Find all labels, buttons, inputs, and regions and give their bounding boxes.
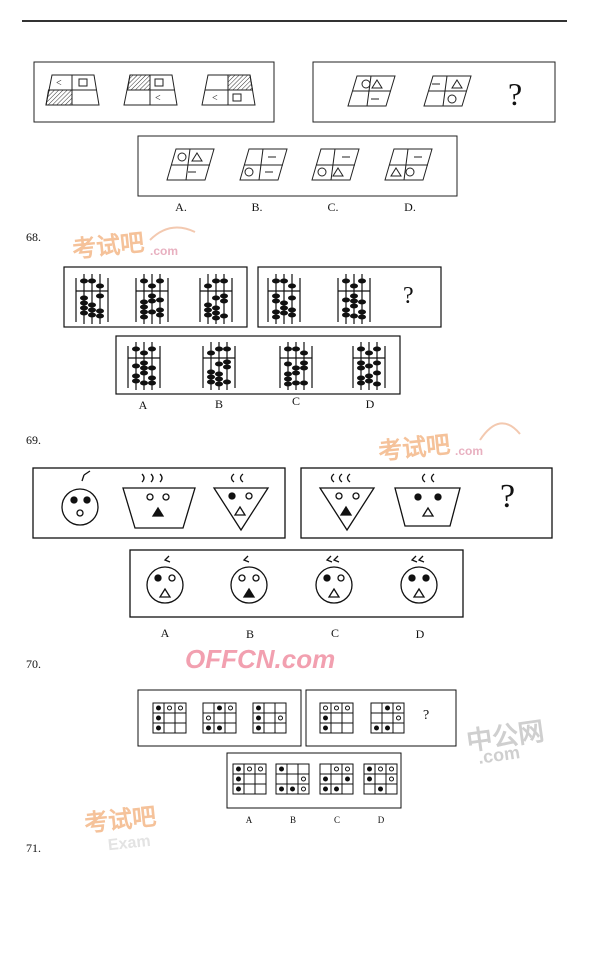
q67-parallelogram-1: [347, 75, 396, 107]
watermark-kaoshiba-sub-2: .com: [455, 444, 484, 458]
q68-abacus-2: [135, 274, 169, 324]
q70-grid-4: [319, 702, 354, 734]
q68-sequence-box-2: [257, 266, 442, 328]
q70-grid-2: [202, 702, 237, 734]
q68-abacus-3: [199, 274, 233, 324]
q69-option-d-face: [400, 555, 438, 604]
q70-grid-1: [152, 702, 187, 734]
q67-option-a-label[interactable]: A.: [175, 200, 187, 214]
q70-sequence-box-1: [137, 689, 302, 747]
q67-sequence-box-1: < < <: [33, 61, 275, 123]
q67-option-d-figure: [384, 148, 433, 181]
q70-grid-3: [252, 702, 287, 734]
q68-option-d-label[interactable]: D: [365, 397, 375, 411]
q69-option-c-label[interactable]: C: [330, 626, 339, 640]
q67-trapezoid-2: <: [123, 74, 178, 106]
top-rule: [22, 20, 567, 22]
q69-option-d-label[interactable]: D: [415, 627, 425, 641]
q68-abacus-4: [267, 274, 301, 324]
q69-option-a-face: [146, 555, 184, 604]
question-number-71: 71.: [26, 841, 41, 855]
q69-face-triangle-2: [318, 473, 376, 532]
q68-options-box: [115, 335, 401, 395]
q67-sequence-box-2: [312, 61, 556, 123]
q67-options-box: [137, 135, 458, 197]
q67-option-b-figure: [239, 148, 288, 181]
watermark-kaoshiba-sub-1: .com: [150, 244, 179, 258]
q69-face-bowl-2: [394, 473, 461, 527]
q68-option-c-abacus: [279, 342, 313, 390]
q69-option-a-label[interactable]: A: [160, 626, 170, 640]
q68-option-d-abacus: [352, 342, 386, 390]
watermark-offcn: OFFCN.com: [185, 644, 336, 674]
q69-sequence-box-1: [32, 467, 286, 539]
q69-options-box: [129, 549, 464, 618]
q69-question-mark: ?: [500, 478, 516, 515]
q68-option-b-abacus: [202, 342, 236, 390]
q68-question-mark: ?: [403, 283, 414, 309]
q70-option-b-grid: [275, 763, 310, 795]
q69-option-c-face: [315, 555, 353, 604]
q69-option-b-label[interactable]: B: [245, 627, 254, 641]
q67-option-c-figure: [311, 148, 360, 181]
q68-sequence-box-1: [63, 266, 248, 328]
q70-option-a-label[interactable]: A: [245, 815, 253, 825]
svg-text:<: <: [56, 78, 62, 89]
q70-option-d-grid: [363, 763, 398, 795]
q68-option-c-label[interactable]: C: [291, 394, 300, 408]
q70-option-c-label[interactable]: C: [333, 815, 340, 825]
q68-abacus-1: [75, 274, 109, 324]
question-number-70: 70.: [26, 657, 41, 671]
q67-option-b-label[interactable]: B.: [251, 200, 263, 214]
svg-text:<: <: [212, 93, 218, 104]
q70-option-c-grid: [319, 763, 354, 795]
q67-option-a-figure: [166, 148, 215, 181]
q70-option-a-grid: [232, 763, 267, 795]
watermark-kaoshiba-2: 考试吧: [377, 431, 452, 466]
q70-option-d-label[interactable]: D: [377, 815, 385, 825]
q69-sequence-box-2: [300, 467, 553, 539]
q70-option-b-label[interactable]: B: [289, 815, 296, 825]
q68-abacus-5: [337, 274, 371, 324]
question-number-68: 68.: [26, 230, 41, 244]
q68-option-a-label[interactable]: A: [138, 398, 148, 412]
question-number-69: 69.: [26, 433, 41, 447]
q70-sequence-box-2: [305, 689, 457, 747]
watermark-swoosh-1: [149, 226, 521, 441]
q67-question-mark: ?: [508, 76, 523, 112]
q68-option-a-abacus: [127, 342, 161, 390]
q69-face-triangle: [212, 473, 270, 532]
q67-trapezoid-1: <: [45, 74, 100, 106]
svg-text:<: <: [155, 93, 161, 104]
q69-option-b-face: [230, 555, 268, 604]
q67-option-c-label[interactable]: C.: [327, 200, 339, 214]
q70-options-box: [226, 752, 402, 809]
q67-option-d-label[interactable]: D.: [404, 200, 416, 214]
watermark-kaoshiba-1: 考试吧: [71, 229, 146, 264]
q67-trapezoid-3: <: [201, 74, 256, 106]
q69-face-circle: [61, 470, 99, 526]
q69-face-bowl: [122, 473, 196, 529]
q70-grid-5: [370, 702, 405, 734]
q67-parallelogram-2: [423, 75, 472, 107]
q70-question-mark: ?: [423, 708, 430, 723]
q68-option-b-label[interactable]: B: [214, 397, 223, 411]
